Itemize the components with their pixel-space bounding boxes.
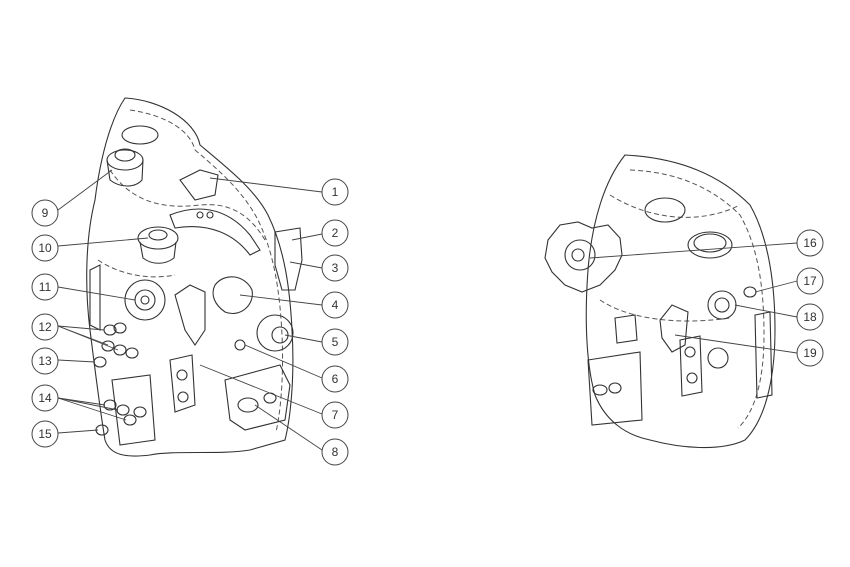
callout-number: 14: [38, 391, 52, 405]
callout-circle: [796, 303, 824, 331]
callout-circle: [31, 347, 59, 375]
callout-number: 4: [332, 298, 339, 312]
callout-9: 9: [31, 199, 59, 227]
callout-circle: [31, 234, 59, 262]
callout-number: 7: [332, 408, 339, 422]
callout-circle: [321, 328, 349, 356]
callout-circle: [31, 313, 59, 341]
callout-number: 1: [332, 185, 339, 199]
callout-3: 3: [321, 254, 349, 282]
rear-view-housing: [544, 154, 776, 449]
callout-14: 14: [31, 384, 59, 412]
leader-lines: [57, 169, 798, 451]
callout-circle: [31, 420, 59, 448]
callout-number: 9: [42, 206, 49, 220]
callout-16: 16: [796, 229, 824, 257]
callout-7: 7: [321, 401, 349, 429]
callout-number: 10: [38, 241, 52, 255]
callout-19: 19: [796, 339, 824, 367]
callout-number: 12: [38, 320, 52, 334]
callout-4: 4: [321, 291, 349, 319]
callout-number: 15: [38, 427, 52, 441]
callout-circle: [321, 254, 349, 282]
callout-5: 5: [321, 328, 349, 356]
callout-2: 2: [321, 219, 349, 247]
callout-number: 3: [332, 261, 339, 275]
callout-circle: [321, 219, 349, 247]
callout-circle: [321, 291, 349, 319]
callout-circle: [321, 365, 349, 393]
callout-number: 2: [332, 226, 339, 240]
callout-number: 5: [332, 335, 339, 349]
callout-number: 11: [39, 280, 52, 294]
callout-6: 6: [321, 365, 349, 393]
callout-circle: [796, 339, 824, 367]
callout-circle: [796, 267, 824, 295]
callout-number: 19: [803, 346, 817, 360]
callout-number: 18: [803, 310, 817, 324]
callout-circle: [796, 229, 824, 257]
callout-circle: [321, 178, 349, 206]
callout-circle: [321, 401, 349, 429]
callout-17: 17: [796, 267, 824, 295]
callout-circle: [31, 273, 59, 301]
callout-11: 11: [31, 273, 59, 301]
callout-circle: [31, 199, 59, 227]
callout-15: 15: [31, 420, 59, 448]
callout-1: 1: [321, 178, 349, 206]
callout-12: 12: [31, 313, 59, 341]
callout-number: 8: [332, 445, 339, 459]
callout-number: 13: [38, 354, 52, 368]
front-view-housing: [86, 97, 303, 457]
callout-number: 17: [803, 274, 817, 288]
callout-18: 18: [796, 303, 824, 331]
callout-number: 16: [803, 236, 817, 250]
callout-10: 10: [31, 234, 59, 262]
callout-circle: [31, 384, 59, 412]
callout-13: 13: [31, 347, 59, 375]
callout-number: 6: [332, 372, 339, 386]
callout-8: 8: [321, 438, 349, 466]
callout-circle: [321, 438, 349, 466]
